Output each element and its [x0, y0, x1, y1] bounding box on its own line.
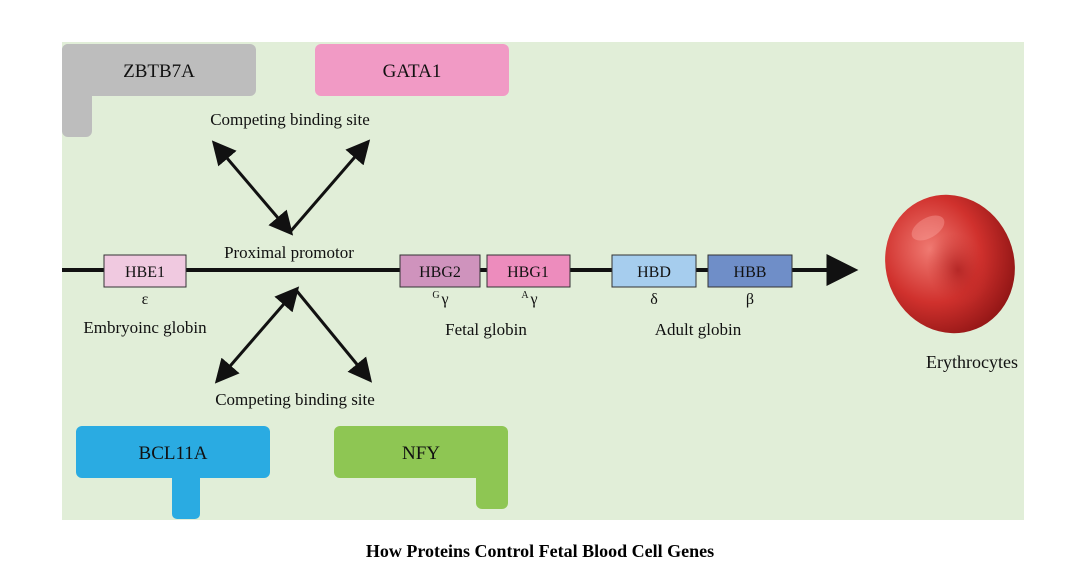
upper-left-arrow: [211, 140, 294, 236]
nfy-label: NFY: [402, 443, 440, 464]
adult-globin-label: Adult globin: [655, 320, 742, 339]
proximal-promotor-label: Proximal promotor: [224, 243, 354, 262]
gene-name: HBG2: [419, 264, 461, 281]
gene-name: HBB: [734, 264, 767, 281]
gene-symbol-beta: β: [746, 291, 754, 308]
bcl11a-protein: BCL11A: [76, 426, 270, 519]
erythrocyte-image: [885, 194, 1015, 334]
gene-symbol-superscript: A: [521, 290, 529, 301]
lower-right-arrow: [294, 289, 373, 383]
gene-symbol-gamma: γ: [529, 291, 537, 308]
gene-hbg2: HBG2 G γ: [399, 254, 481, 308]
gene-symbol-superscript: G: [432, 290, 439, 301]
fetal-globin-label: Fetal globin: [445, 320, 527, 339]
gene-name: HBG1: [507, 264, 549, 281]
erythrocytes-label: Erythrocytes: [926, 352, 1018, 372]
competing-binding-site-bottom: Competing binding site: [215, 390, 375, 409]
gene-hbb: HBB β: [707, 254, 793, 308]
embryonic-globin-label: Embryoinc globin: [83, 318, 207, 337]
zbtb7a-label: ZBTB7A: [123, 61, 195, 82]
gata1-label: GATA1: [383, 61, 442, 82]
upper-right-arrow: [288, 139, 371, 233]
gene-hbd: HBD δ: [611, 254, 697, 308]
gene-symbol-delta: δ: [650, 291, 658, 308]
bcl11a-label: BCL11A: [139, 443, 208, 464]
gene-name: HBE1: [125, 264, 165, 281]
zbtb7a-protein: ZBTB7A: [62, 44, 256, 137]
nfy-protein: NFY: [334, 426, 508, 509]
gene-hbe1: HBE1 ε: [103, 254, 187, 308]
lower-left-arrow: [214, 286, 300, 384]
diagram-caption: How Proteins Control Fetal Blood Cell Ge…: [365, 541, 715, 561]
gene-name: HBD: [637, 264, 671, 281]
gene-hbg1: HBG1 A γ: [486, 254, 571, 308]
gene-symbol-gamma: γ: [440, 291, 448, 308]
competing-binding-site-top: Competing binding site: [210, 110, 370, 129]
gata1-protein: GATA1: [315, 44, 509, 96]
gene-symbol-epsilon: ε: [142, 291, 149, 308]
